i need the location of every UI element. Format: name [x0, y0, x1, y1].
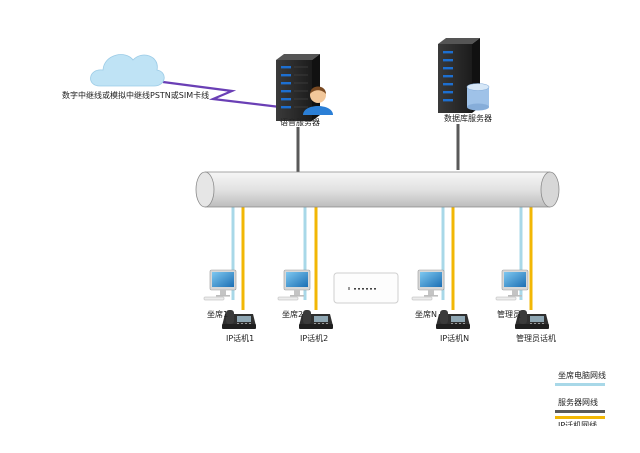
network-switch-icon — [333, 272, 399, 304]
phone1-label: IP话机1 — [226, 334, 255, 343]
network-backbone-pipe — [195, 171, 560, 208]
legend-swatch-server-line — [555, 410, 605, 413]
seat2-label: 坐席2 — [282, 310, 304, 319]
phone-icon-2 — [299, 310, 333, 329]
legend-swatch-pc-line — [555, 383, 605, 386]
seat1-label: 坐席1 — [207, 310, 229, 319]
legend-swatch-phone-line — [555, 416, 605, 419]
pstn-trunk-lightning — [162, 80, 281, 109]
database-server-label: 数据库服务器 — [444, 114, 492, 123]
phone2-label: IP话机2 — [300, 334, 329, 343]
monitor-icon-seat1 — [203, 269, 237, 301]
legend-label-seat-pc-line: 坐席电脑网线 — [558, 371, 606, 380]
phone-icon-N — [436, 310, 470, 329]
monitor-icon-admin — [495, 269, 529, 301]
legend: 坐席电脑网线 服务器网线 IP话机网线 — [555, 368, 611, 428]
seatN-label: 坐席N — [415, 310, 437, 319]
database-cylinder-icon — [466, 83, 490, 111]
legend-label-phone-line: IP话机网线 — [558, 421, 598, 426]
user-avatar-icon — [303, 86, 333, 115]
monitor-icon-seatN — [411, 269, 445, 301]
admin-phone-label: 管理员话机 — [516, 334, 556, 343]
legend-label-server-line: 服务器网线 — [558, 398, 598, 407]
voice-server-label: 语音服务器 — [280, 118, 320, 127]
pstn-trunk-label: 数字中继线或模拟中继线PSTN或SIM卡线 — [62, 91, 210, 100]
phoneN-label: IP话机N — [440, 334, 470, 343]
cloud-icon — [90, 54, 165, 87]
admin-label: 管理员 — [497, 310, 521, 319]
